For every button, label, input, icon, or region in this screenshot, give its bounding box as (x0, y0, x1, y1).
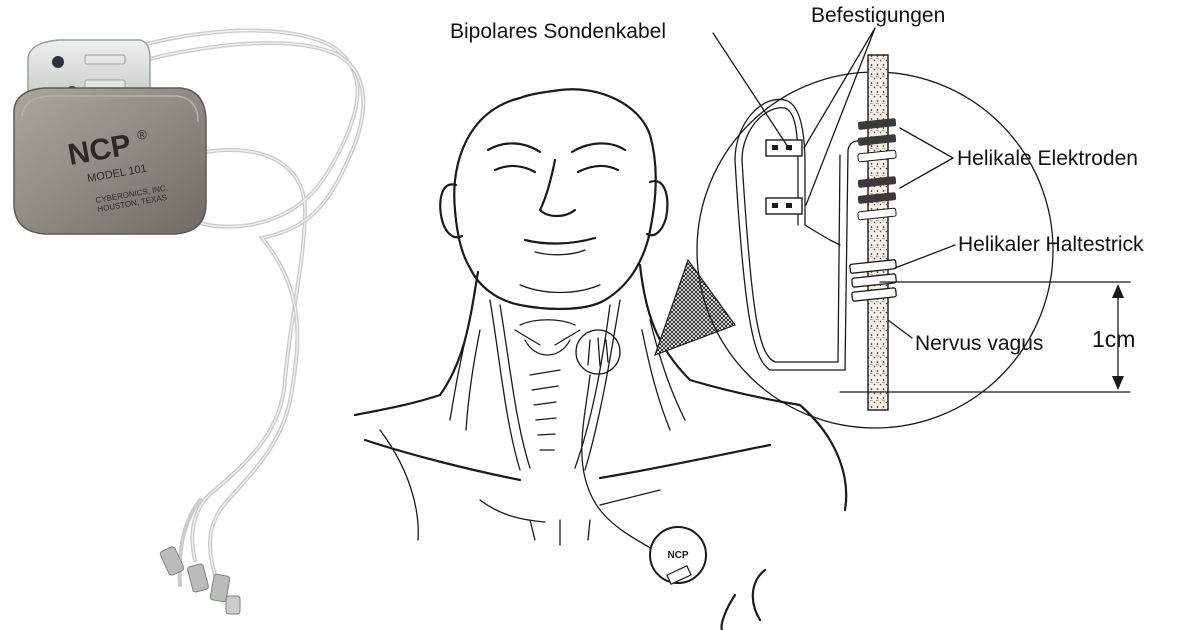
label-nerve: Nervus vagus (915, 332, 1043, 355)
label-lead: Bipolares Sondenkabel (450, 20, 666, 43)
label-tether: Helikaler Haltestrick (958, 233, 1144, 256)
helical-tether (850, 260, 897, 302)
label-scale: 1cm (1092, 326, 1135, 352)
head-neck-drawing: NCP (355, 89, 846, 630)
leader-tether (895, 245, 955, 268)
electrode-tips (159, 546, 240, 614)
leader-lead (713, 33, 790, 150)
anchor-tab-lower (766, 198, 802, 214)
anchor-tab-upper (766, 140, 802, 156)
zoom-pointer (655, 260, 735, 355)
ncp-generator-photo: NCP ® MODEL 101 CYBERONICS, INC. HOUSTON… (14, 31, 363, 614)
label-anchors: Befestigungen (811, 4, 945, 27)
implant-label: NCP (667, 550, 688, 561)
leader-electrodes (900, 128, 953, 188)
magnified-inset (655, 28, 1130, 428)
leader-nerve (888, 320, 912, 338)
label-electrodes: Helikale Elektroden (957, 147, 1138, 170)
vagus-nerve (868, 55, 888, 410)
